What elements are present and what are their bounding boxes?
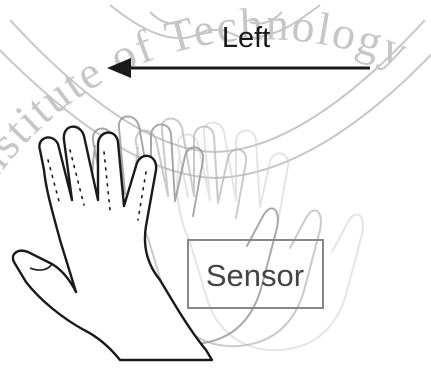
direction-label: Left <box>222 22 270 54</box>
sensor-label: Sensor <box>206 258 304 293</box>
hand-trail-3 <box>177 122 363 350</box>
sensor-box: Sensor <box>188 240 323 308</box>
hand-icon <box>13 127 212 360</box>
